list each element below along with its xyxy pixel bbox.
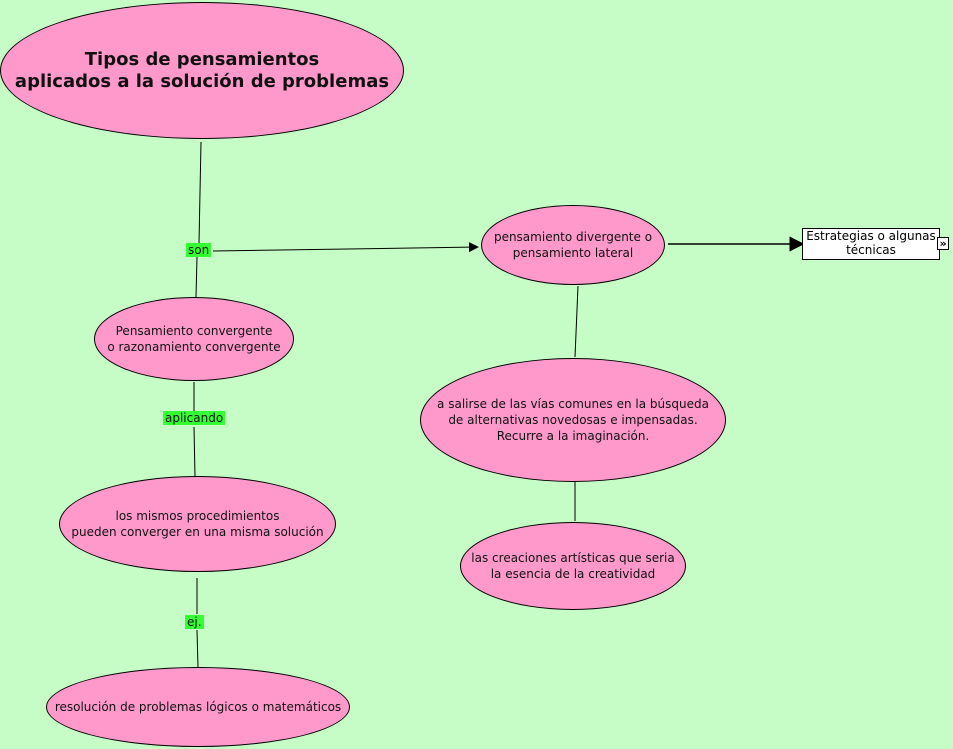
concept-salirse[interactable]: a salirse de las vías comunes en la búsq… bbox=[420, 358, 726, 482]
concept-procedimientos[interactable]: los mismos procedimientos pueden converg… bbox=[59, 476, 336, 572]
main-concept[interactable]: Tipos de pensamientos aplicados a la sol… bbox=[0, 2, 404, 139]
link-label-son[interactable]: son bbox=[186, 243, 212, 257]
expand-icon[interactable]: » bbox=[937, 237, 949, 250]
resource-box-estrategias[interactable]: Estrategias o algunas técnicas bbox=[802, 228, 940, 260]
link-label-aplicando[interactable]: aplicando bbox=[163, 411, 226, 425]
concept-resolucion[interactable]: resolución de problemas lógicos o matemá… bbox=[46, 667, 350, 747]
concept-divergente[interactable]: pensamiento divergente o pensamiento lat… bbox=[481, 205, 665, 285]
concept-creaciones[interactable]: las creaciones artísticas que seria la e… bbox=[460, 522, 686, 610]
link-label-ej[interactable]: ej. bbox=[185, 615, 204, 629]
concept-convergente[interactable]: Pensamiento convergente o razonamiento c… bbox=[94, 297, 294, 381]
